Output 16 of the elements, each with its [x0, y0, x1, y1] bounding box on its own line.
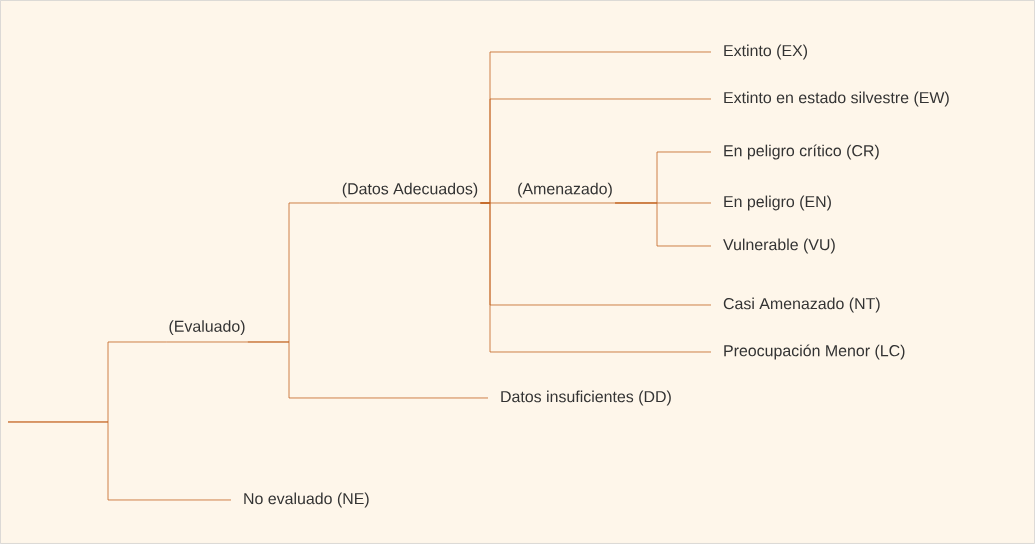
tree-line	[7, 421, 232, 501]
category-label: Extinto en estado silvestre (EW)	[724, 91, 949, 107]
branch-label: (Evaluado)	[165, 320, 249, 343]
category-label: No evaluado (NE)	[244, 492, 369, 508]
category-label: Extinto (EX)	[724, 44, 808, 60]
tree-line	[614, 202, 712, 247]
branch-label: (Datos Adecuados)	[339, 182, 481, 204]
category-label: Datos insuficientes (DD)	[501, 390, 671, 406]
tree-line	[247, 341, 489, 399]
branch-label: (Amenazado)	[514, 182, 616, 204]
category-label: En peligro crítico (CR)	[724, 144, 879, 160]
category-label: En peligro (EN)	[724, 195, 831, 211]
category-label: Casi Amenazado (NT)	[723, 297, 880, 313]
category-label: Vulnerable (VU)	[723, 238, 835, 254]
tree-line	[480, 202, 712, 353]
category-label: Preocupación Menor (LC)	[724, 344, 905, 360]
